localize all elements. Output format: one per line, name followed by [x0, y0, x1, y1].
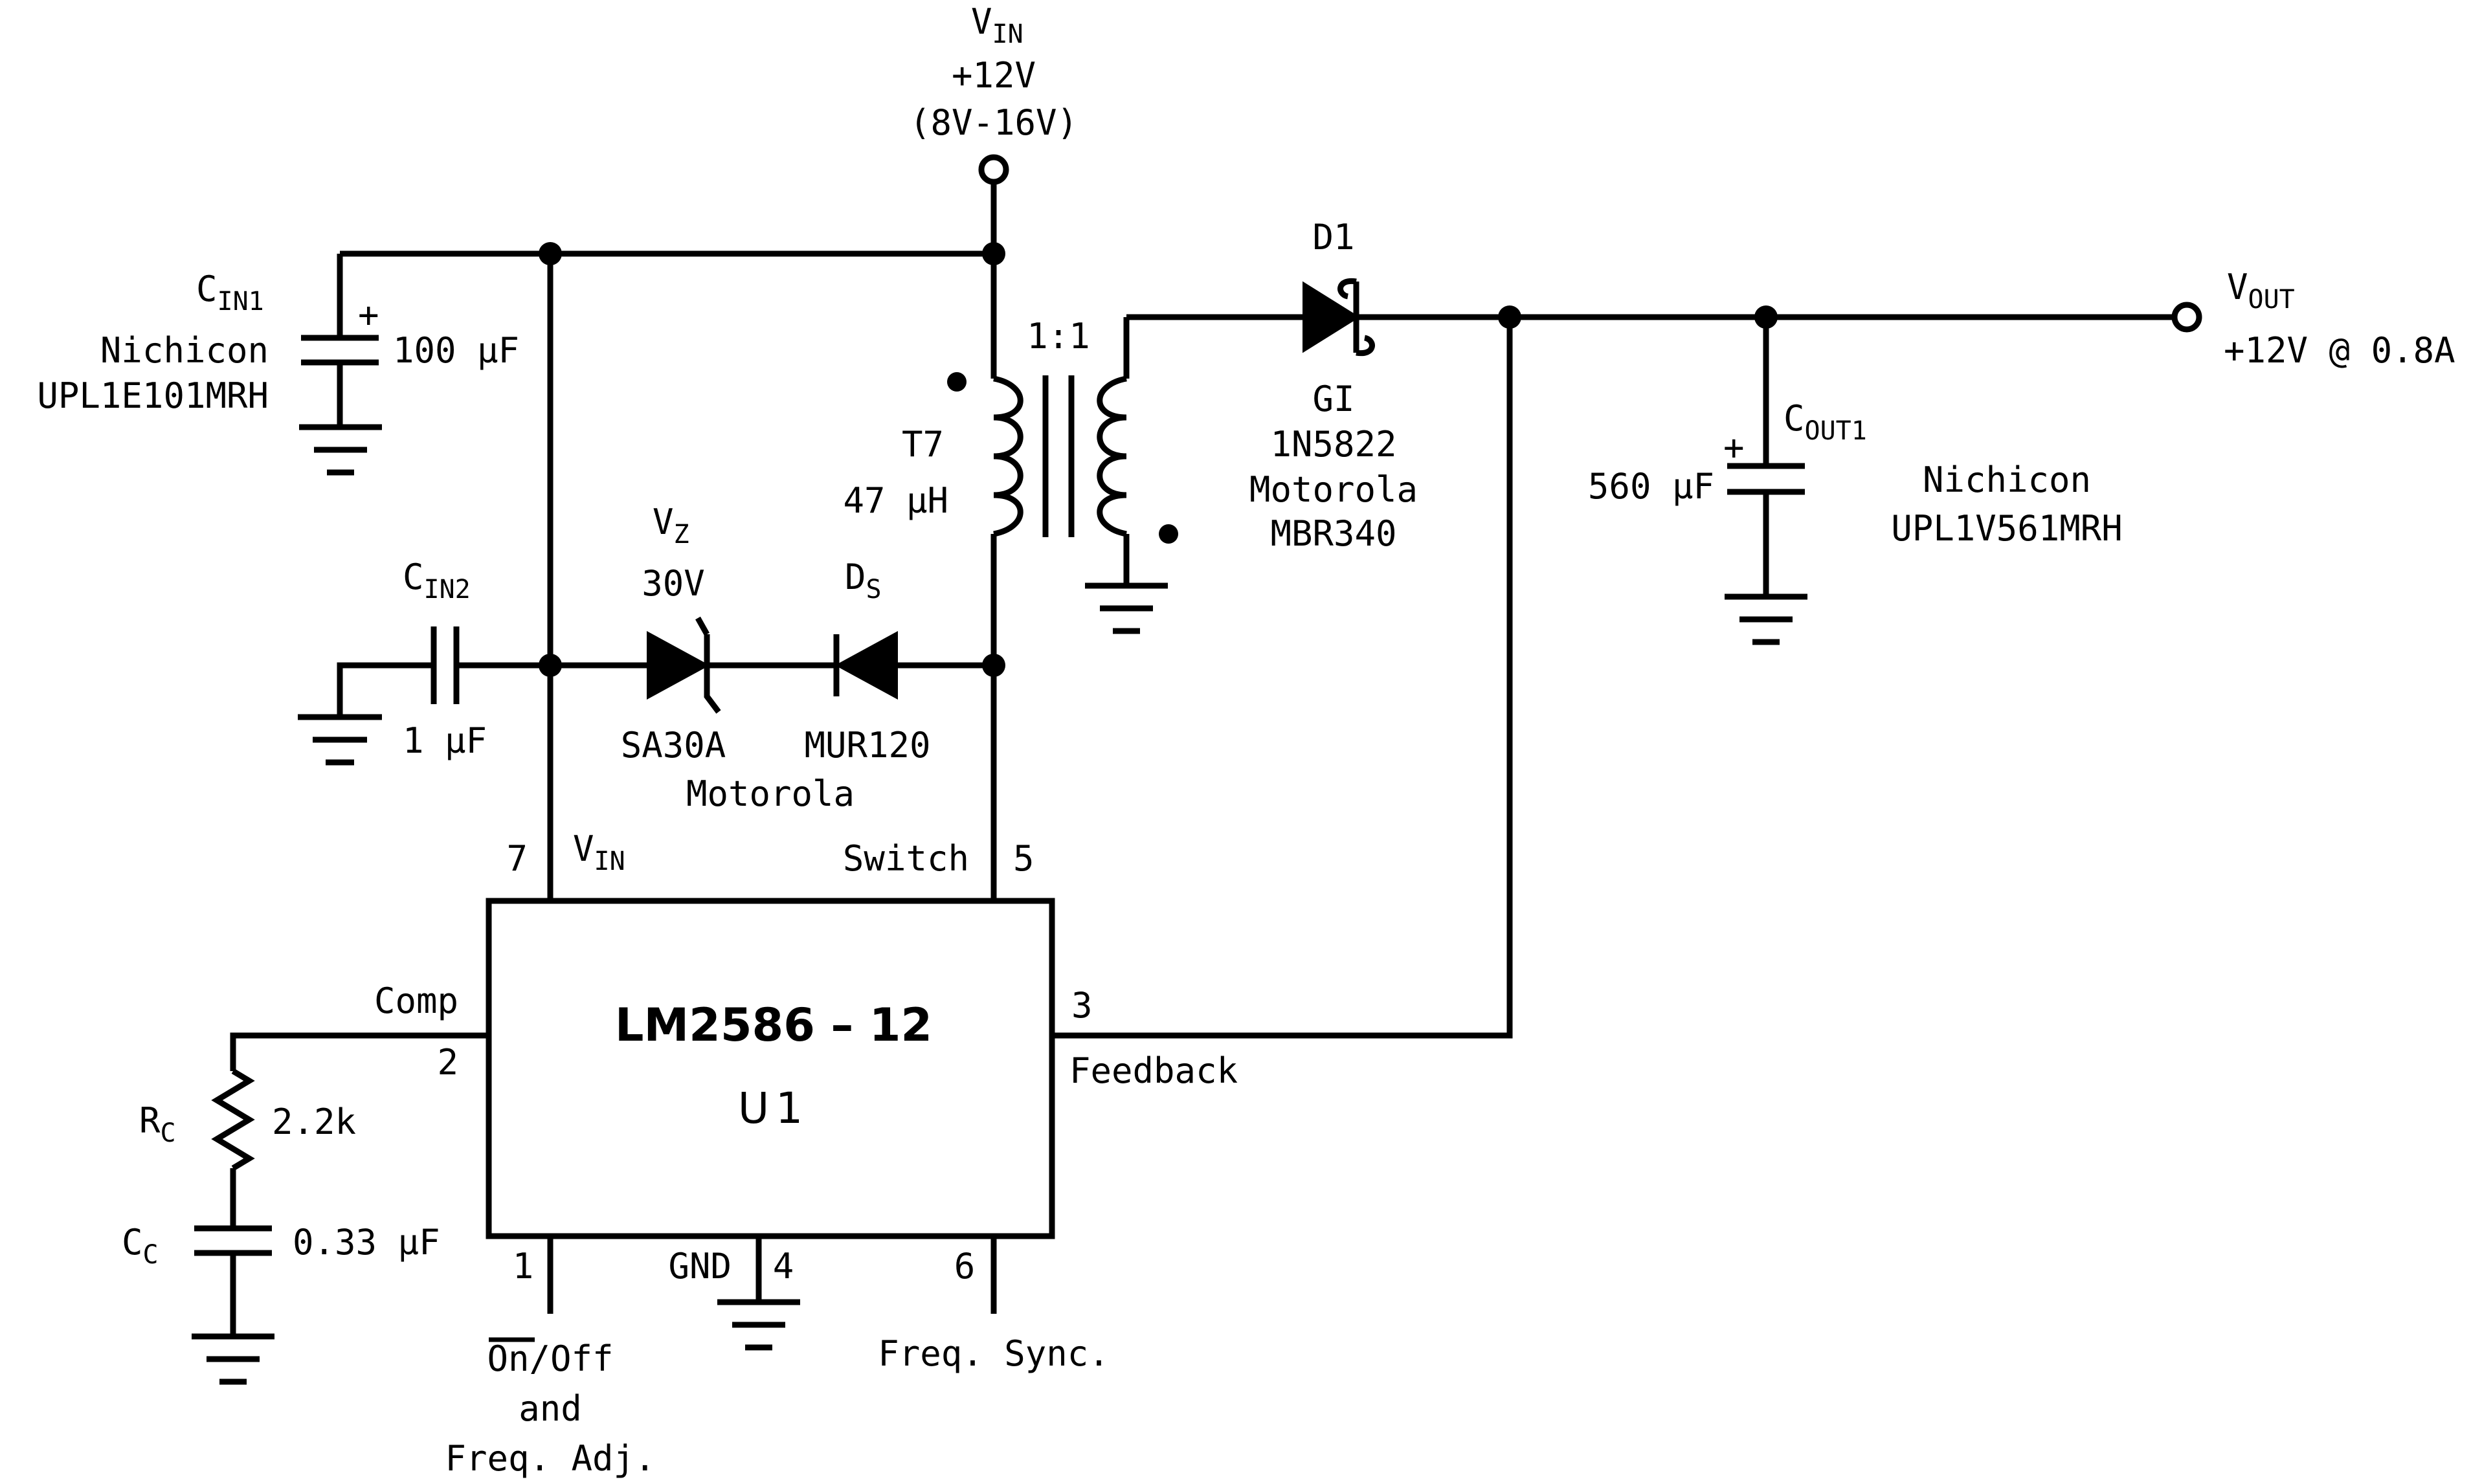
ground-cin2: [298, 714, 382, 766]
vz-part: SA30A: [621, 725, 726, 766]
labels: VIN +12V (8V-16V) CIN1 Nichicon UPL1E101…: [37, 1, 2455, 1479]
ground-cc: [192, 1333, 274, 1385]
pin5-number: 5: [1013, 838, 1034, 879]
d1-part1: 1N5822: [1270, 424, 1396, 465]
cout1-label: COUT1: [1783, 398, 1867, 446]
diode-ds: [833, 630, 898, 700]
vout-rating: +12V @ 0.8A: [2224, 330, 2455, 371]
capacitor-cc: [194, 1225, 272, 1256]
cin1-polarity: +: [358, 294, 379, 335]
cin1-label: CIN1: [196, 269, 264, 316]
pin7-name: VIN: [573, 828, 625, 876]
pin1-name: On/Off: [487, 1338, 613, 1379]
resistor-rc: [211, 1069, 255, 1171]
transformer-ref: T7: [902, 424, 944, 465]
pin1-line2: and: [519, 1388, 582, 1429]
secondary-polarity-dot: [1159, 524, 1178, 544]
cout1-part: UPL1V561MRH: [1891, 508, 2123, 549]
vout-label: VOUT: [2227, 267, 2295, 315]
transformer-core: [1042, 375, 1075, 537]
ic-ref: U1: [738, 1083, 809, 1133]
junction-dot: [539, 242, 562, 265]
comp-wire: [230, 1032, 489, 1071]
ground-ic: [717, 1299, 800, 1351]
cin2-label: CIN2: [403, 557, 471, 604]
primary-winding: [993, 375, 1023, 537]
d1-part2: MBR340: [1270, 513, 1396, 554]
pin1-number: 1: [513, 1246, 534, 1287]
pin3-number: 3: [1071, 985, 1093, 1026]
junction-dot: [539, 654, 562, 677]
capacitor-cout1: [1727, 463, 1805, 495]
d1-maker1: GI: [1312, 379, 1354, 419]
vin-voltage: +12V: [952, 55, 1036, 96]
ds-part: MUR120: [804, 725, 930, 766]
pin4-name: GND: [668, 1246, 732, 1287]
ground-cout1: [1725, 593, 1807, 645]
cin1-maker: Nichicon: [100, 330, 269, 371]
ground-secondary: [1085, 582, 1168, 634]
d1-maker2: Motorola: [1249, 469, 1418, 510]
vz-label: VZ: [653, 502, 689, 549]
secondary-winding: [1097, 375, 1127, 537]
junctions: [539, 242, 1778, 677]
ground-cin1: [299, 424, 382, 476]
cout1-value: 560 μF: [1588, 466, 1714, 507]
ic-part-number: LM2586 – 12: [615, 999, 932, 1052]
pin1-line3: Freq. Adj.: [445, 1438, 655, 1479]
d1-ref: D1: [1312, 217, 1354, 258]
ic-u1-body: [486, 898, 1055, 1239]
cc-value: 0.33 μF: [293, 1222, 440, 1263]
capacitor-cin2: [430, 626, 460, 704]
vin-range: (8V-16V): [910, 102, 1078, 143]
pin4-number: 4: [773, 1246, 794, 1287]
cout1-polarity: +: [1723, 427, 1745, 468]
capacitor-cin1: [301, 335, 379, 366]
pin6-number: 6: [954, 1246, 976, 1287]
junction-dot: [1498, 305, 1521, 329]
pin2-number: 2: [437, 1042, 458, 1083]
cin2-left-wire: [337, 662, 434, 717]
cc-label: CC: [122, 1222, 159, 1270]
vin-label: VIN: [971, 1, 1023, 49]
feedback-wire: [1052, 317, 1513, 1039]
junction-dot: [1754, 305, 1778, 329]
vin-terminal: [978, 154, 1009, 185]
transformer-value: 47 μH: [843, 480, 948, 521]
transformer-ratio: 1:1: [1027, 316, 1090, 357]
rc-value: 2.2k: [272, 1102, 356, 1142]
cin1-part: UPL1E101MRH: [37, 375, 269, 416]
pin5-name: Switch: [843, 838, 969, 879]
junction-dot: [982, 654, 1005, 677]
snubber-maker: Motorola: [686, 773, 855, 814]
cin1-value: 100 μF: [393, 330, 519, 371]
pin6-name: Freq. Sync.: [878, 1333, 1110, 1374]
vz-value: 30V: [642, 563, 705, 604]
cout1-maker: Nichicon: [1923, 460, 2091, 500]
diode-d1: [1301, 278, 1392, 357]
cin2-value: 1 μF: [403, 720, 487, 761]
zener-vz: [647, 616, 721, 714]
vout-terminal: [2171, 302, 2202, 333]
junction-dot: [982, 242, 1005, 265]
pin2-name: Comp: [374, 980, 458, 1021]
pin3-name: Feedback: [1069, 1050, 1238, 1091]
wires: [230, 183, 2174, 1336]
ds-label: DS: [845, 557, 882, 604]
primary-polarity-dot: [947, 372, 967, 392]
rc-label: RC: [139, 1100, 176, 1148]
transformer-t7: [947, 372, 1178, 544]
pin7-number: 7: [506, 838, 528, 879]
